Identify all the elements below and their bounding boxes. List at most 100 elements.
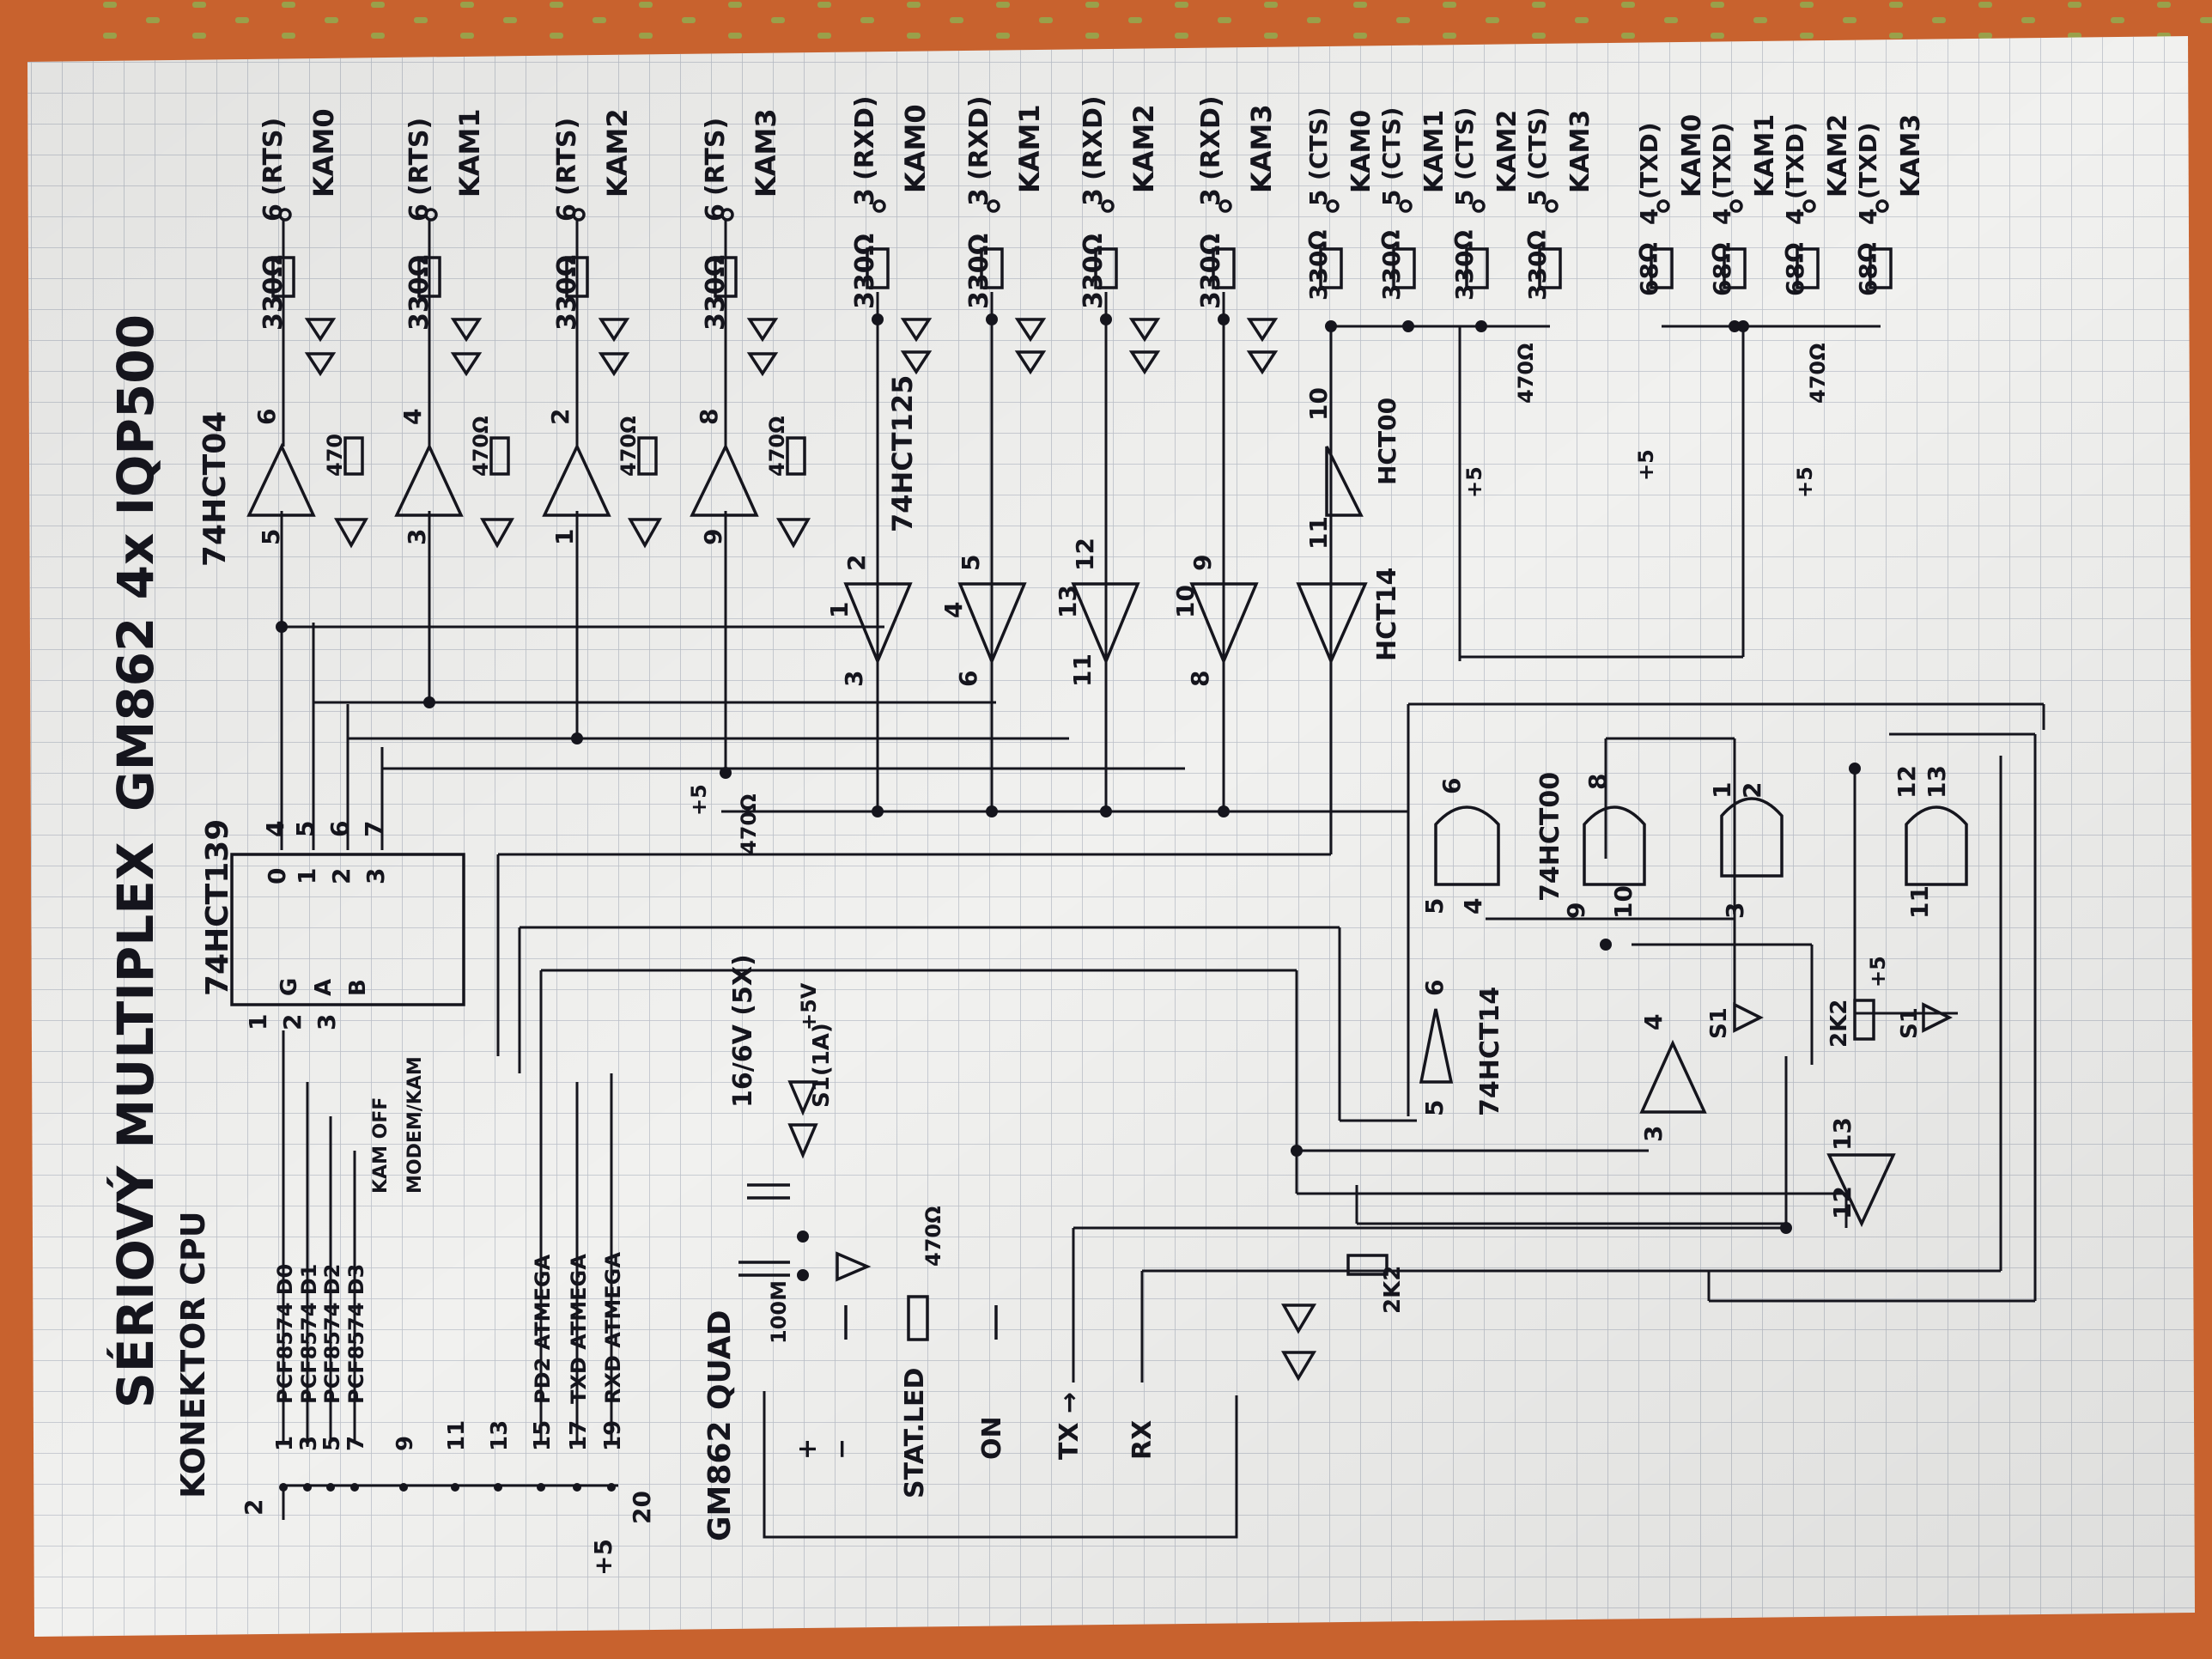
rxd-resistor [1094,247,1118,289]
junction-dot [276,621,288,633]
rxd-resistor [1212,247,1236,289]
gsm-pin-label: RX [1127,1420,1158,1460]
gate-pin-number: 6 [1437,778,1466,794]
junction-dot [1729,320,1741,332]
diode-s1-a-label: S1 [1706,1007,1732,1039]
decoder-output-pin: 6 [325,821,354,837]
tablecloth-stitch [1800,2,1814,8]
tablecloth-stitch [1396,17,1410,23]
cts-signal-label: (CTS) [1450,107,1479,180]
decoder-input-label: B [345,979,371,996]
resistor-2k2 [1853,999,1875,1041]
tablecloth-stitch [1978,2,1992,8]
rts-terminal [278,208,292,222]
components [230,199,1968,1382]
txd-resistor-value: 68Ω [1708,242,1736,296]
plus5v-label: +5V [797,982,821,1030]
cts-resistor-value: 330Ω [1450,230,1479,301]
txd-terminal [1875,199,1889,213]
rxd-camera-label: KAM3 [1245,104,1278,193]
tablecloth-stitch [682,17,696,23]
gate-pin-number: 11 [1304,516,1333,550]
nand-gate [1720,797,1784,878]
clamp-diode [304,352,337,377]
tablecloth-stitch [1443,33,1456,39]
wiring [280,292,2045,1539]
gate-pin-number: 10 [1304,387,1333,421]
cts-pin-number: 5 [1304,190,1333,206]
tablecloth-stitch [1932,17,1946,23]
cts-terminal [1545,199,1559,213]
tablecloth-stitch [817,33,831,39]
gate-pin-number: 5 [1420,898,1449,915]
rxd-terminal [1101,199,1115,213]
gsm-pin-label: + [793,1438,823,1460]
cts-terminal [1472,199,1486,213]
decoder-input-pin: 1 [244,1014,272,1030]
rxd-resistor-value: 330Ω [1196,234,1226,309]
tablecloth-stitch [1843,17,1856,23]
rts-camera-label: KAM1 [453,108,486,198]
rxd-signal-label: (RXD) [850,95,880,180]
paper-shading [27,36,2195,1637]
indicator-led [479,518,515,549]
gate-pin-number: 9 [1562,902,1590,919]
gsm-pin-label: STAT.LED [900,1368,930,1498]
junction-dot [1325,320,1337,332]
cts-camera-label: KAM3 [1565,110,1595,193]
tablecloth-stitch [1264,2,1278,8]
tablecloth-stitch [728,2,742,8]
connector-pin-dot [537,1483,545,1492]
tablecloth-stitch [907,33,921,39]
tablecloth-stitch [1218,17,1231,23]
rts-signal-label: (RTS) [404,118,434,196]
rxd-resistor-value: 330Ω [850,234,880,309]
tablecloth-stitch [771,17,785,23]
txd-terminal [1729,199,1743,213]
junction-dot [1402,320,1414,332]
tablecloth-stitch [550,33,563,39]
nand-chip-label: 74HCT00 [1535,772,1565,902]
indicator-led [627,518,663,549]
cts-pin-number: 5 [1523,190,1552,206]
cts-terminal [1399,199,1413,213]
junction-dot [1849,763,1861,775]
gate-pin-number: 4 [1639,1014,1668,1030]
connector-pin-number: 11 [444,1420,470,1451]
cts-camera-label: KAM0 [1346,110,1376,193]
txd-resistor-value: 68Ω [1854,242,1882,296]
schmitt-gate [1419,1008,1454,1084]
connector-pin-label: RXD ATMEGA [601,1252,625,1404]
tablecloth-stitch [1039,17,1053,23]
rts-resistor-value: 330Ω [701,255,731,331]
tablecloth-stitch [996,2,1010,8]
plus5-txd-b: +5 [1793,466,1817,498]
tablecloth-stitch [907,2,921,8]
diode [1733,1002,1764,1033]
connector-pin-dot [451,1483,459,1492]
rxd-camera-label: KAM1 [1013,104,1046,193]
connector-pin-dot [399,1483,408,1492]
cts-pin-number: 5 [1377,190,1406,206]
plus5-txd-a: +5 [1634,449,1658,481]
buffer-gate [957,582,1027,665]
nand-gate [1905,805,1968,886]
tablecloth-stitch [146,17,160,23]
rts-resistor-value: 330Ω [552,255,582,331]
junction-dot [1218,805,1230,817]
decoder-output-pin: 5 [291,821,319,837]
led-resistor [343,436,364,476]
indicator-led [333,518,369,549]
tablecloth-stitch [1800,33,1814,39]
tablecloth-pattern [103,2,2212,39]
connector-pin-number: 5 [319,1436,345,1451]
cts-camera-label: KAM2 [1492,110,1522,193]
cts-signal-label: (CTS) [1304,107,1333,180]
inverter-output-pin: 6 [252,409,281,425]
buffer-gate [1189,582,1259,665]
inverter-input-pin: 5 [257,529,285,545]
inverter-input-pin: 9 [699,529,727,545]
connector-pin-label: PCF8574 D1 [297,1264,321,1404]
